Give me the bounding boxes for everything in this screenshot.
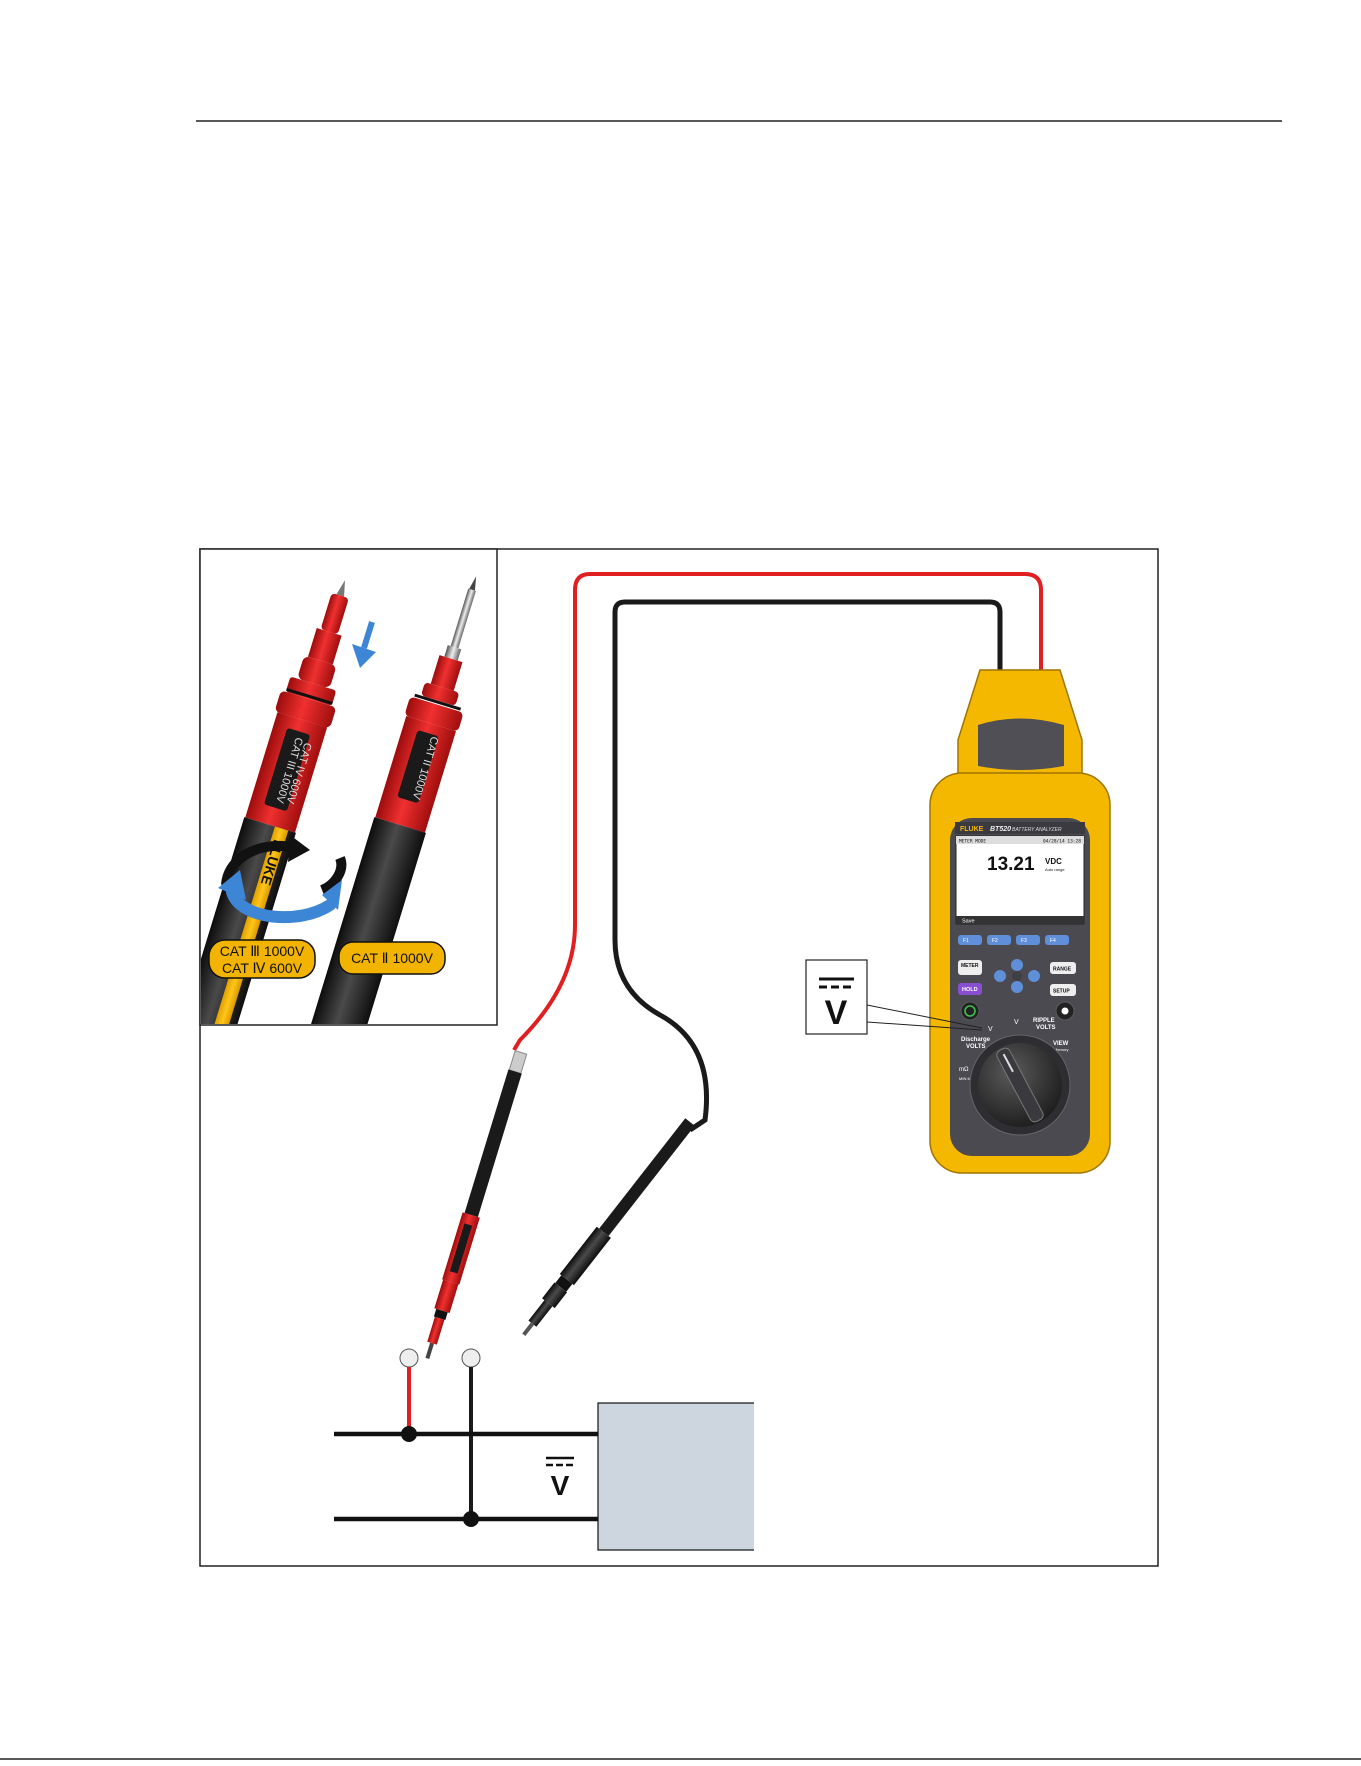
f1-key-label: F1 (963, 938, 969, 944)
hold-key-label: HOLD (962, 987, 978, 993)
screen-softkey-save: Save (962, 919, 975, 925)
range-key-label: RANGE (1053, 967, 1072, 973)
black-probe-contact (462, 1349, 480, 1367)
dial-vac-symbol: V (1014, 1019, 1019, 1026)
nav-right-key[interactable] (1028, 970, 1040, 982)
screen-mode: METER MODE (959, 839, 986, 845)
meter-model-desc: BATTERY ANALYZER (1012, 827, 1062, 833)
screen-range-note: Auto range (1045, 867, 1065, 872)
badge-cat2: CAT Ⅱ 1000V (339, 942, 445, 974)
dc-device-box (598, 1403, 755, 1550)
f2-key[interactable] (987, 935, 1011, 945)
badge2-text: CAT Ⅱ 1000V (351, 950, 434, 966)
meter-key-label: METER (961, 963, 979, 969)
red-probe-contact (400, 1349, 418, 1367)
screen-datetime: 04/28/14 13:28 (1043, 839, 1081, 845)
probe-inset: CAT III 1000V CAT IV 600V FLUKE CAT II 1… (166, 549, 503, 1091)
f1-key[interactable] (958, 935, 982, 945)
f2-key-label: F2 (992, 938, 998, 944)
badge1-line2: CAT Ⅳ 600V (222, 960, 303, 976)
dial-discharge-line2: VOLTS (966, 1044, 986, 1050)
badge1-line1: CAT Ⅲ 1000V (220, 943, 305, 959)
screen-reading: 13.21 (987, 854, 1035, 875)
positive-node (401, 1426, 417, 1442)
nav-up-key[interactable] (1011, 959, 1023, 971)
meter-model: BT520 (990, 826, 1011, 833)
dial-ripple-line1: RIPPLE (1033, 1018, 1055, 1024)
dial-vdc-symbol: V (988, 1026, 993, 1033)
f3-key[interactable] (1016, 935, 1040, 945)
meter-brand: FLUKE (960, 826, 984, 833)
circuit-vdc-symbol: V (551, 1470, 570, 1501)
nav-left-key[interactable] (994, 970, 1006, 982)
vdc-callout-symbol: V (825, 994, 848, 1032)
dial-discharge-line1: Discharge (961, 1037, 991, 1043)
dial-ripple-line2: VOLTS (1036, 1025, 1056, 1031)
screen-unit: VDC (1045, 857, 1062, 866)
power-button[interactable] (961, 1002, 979, 1020)
setup-key-label: SETUP (1053, 989, 1070, 995)
nav-down-key[interactable] (1011, 981, 1023, 993)
f4-key-label: F4 (1050, 938, 1056, 944)
backlight-icon (1062, 1008, 1069, 1015)
rotary-dial[interactable] (970, 1035, 1070, 1135)
f4-key[interactable] (1045, 935, 1069, 945)
f3-key-label: F3 (1021, 938, 1027, 944)
nav-center-key[interactable] (1012, 971, 1022, 981)
negative-node (463, 1511, 479, 1527)
dial-resistance-label: mΩ (959, 1067, 969, 1073)
meter-screen: METER MODE 04/28/14 13:28 13.21 VDC Auto… (956, 836, 1084, 925)
badge-cat3-cat4: CAT Ⅲ 1000V CAT Ⅳ 600V (209, 940, 315, 978)
